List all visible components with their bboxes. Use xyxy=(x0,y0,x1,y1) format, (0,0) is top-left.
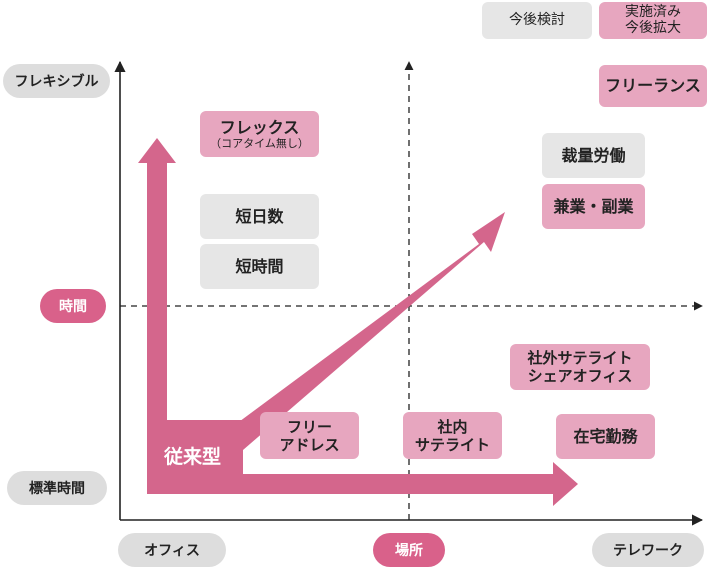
item-external-satellite-line1: 社外サテライト xyxy=(527,349,633,367)
item-flex-line1: フレックス xyxy=(219,117,300,137)
item-discretionary: 裁量労働 xyxy=(542,133,645,178)
y-axis-title-text: 時間 xyxy=(59,299,87,315)
vertical-pink-arrow xyxy=(138,138,176,494)
item-free-address: フリー アドレス xyxy=(260,412,359,459)
item-internal-satellite: 社内 サテライト xyxy=(403,412,502,459)
item-freelance-label: フリーランス xyxy=(605,76,701,96)
diagonal-pink-arrow xyxy=(228,212,505,450)
item-remote-work-label: 在宅勤務 xyxy=(573,426,638,446)
item-freelance: フリーランス xyxy=(599,65,707,107)
x-axis-title: 場所 xyxy=(373,533,445,567)
x-axis-right-text: テレワーク xyxy=(613,543,683,559)
y-axis-top-text: フレキシブル xyxy=(14,74,99,90)
item-flex: フレックス （コアタイム無し） xyxy=(200,111,319,157)
x-axis-left-label: オフィス xyxy=(118,533,226,567)
y-axis-bottom-text: 標準時間 xyxy=(29,481,85,497)
legend-planned: 今後検討 xyxy=(482,2,592,39)
x-axis-left-text: オフィス xyxy=(144,543,200,559)
x-axis-title-text: 場所 xyxy=(395,543,423,559)
item-discretionary-label: 裁量労働 xyxy=(561,145,626,165)
origin-label: 従来型 xyxy=(164,446,222,468)
item-internal-satellite-line1: 社内 xyxy=(437,417,468,436)
item-internal-satellite-line2: サテライト xyxy=(414,435,490,454)
item-external-satellite-line2: シェアオフィス xyxy=(527,367,633,385)
legend-implemented-line1: 実施済み xyxy=(625,4,681,21)
item-short-days: 短日数 xyxy=(200,194,319,239)
item-free-address-line2: アドレス xyxy=(279,435,340,454)
y-axis-bottom-label: 標準時間 xyxy=(7,471,107,505)
legend-implemented: 実施済み 今後拡大 xyxy=(599,2,707,39)
item-external-satellite: 社外サテライト シェアオフィス xyxy=(510,344,650,390)
item-remote-work: 在宅勤務 xyxy=(556,414,655,459)
origin-block xyxy=(147,420,243,494)
item-side-job-label: 兼業・副業 xyxy=(553,196,634,216)
y-axis-top-label: フレキシブル xyxy=(3,64,110,98)
horizontal-pink-arrow xyxy=(147,462,578,506)
item-flex-line2: （コアタイム無し） xyxy=(210,137,309,150)
x-axis-right-label: テレワーク xyxy=(592,533,704,567)
item-short-hours-label: 短時間 xyxy=(235,256,284,276)
y-axis-title: 時間 xyxy=(40,289,106,323)
item-short-hours: 短時間 xyxy=(200,244,319,289)
legend-planned-label: 今後検討 xyxy=(509,12,565,29)
item-short-days-label: 短日数 xyxy=(235,206,284,226)
item-free-address-line1: フリー xyxy=(286,417,332,436)
item-side-job: 兼業・副業 xyxy=(542,184,645,229)
legend-implemented-line2: 今後拡大 xyxy=(625,19,681,36)
